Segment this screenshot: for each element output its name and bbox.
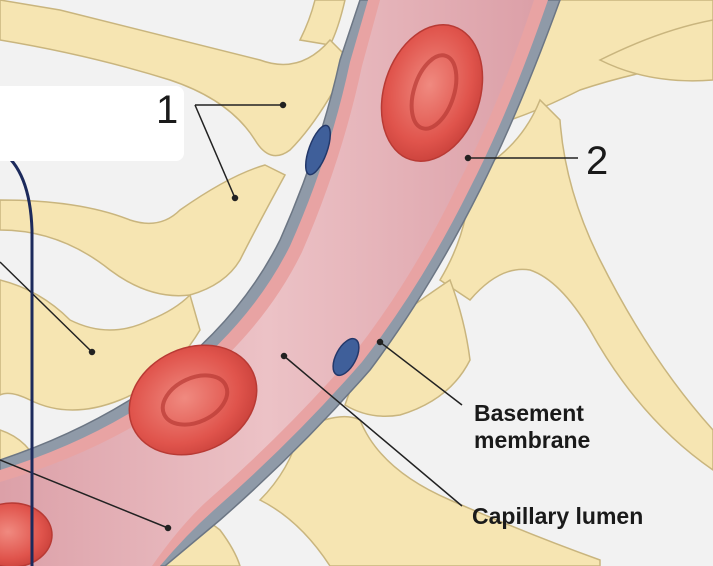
answer-overlay-box: [0, 86, 184, 161]
red-blood-cell-middle: [128, 344, 258, 456]
marker-1-label: 1: [156, 88, 179, 132]
marker-2-label: 2: [586, 139, 609, 183]
red-blood-cell-upper: [380, 24, 484, 162]
nucleus-upper: [304, 124, 332, 176]
leader-lines: [0, 101, 578, 532]
red-blood-cell-lower: [0, 502, 53, 566]
nucleus-lower: [332, 337, 360, 377]
capillary-lumen-label: Capillary lumen: [472, 503, 644, 529]
basement-membrane-label: Basement membrane: [474, 400, 591, 453]
